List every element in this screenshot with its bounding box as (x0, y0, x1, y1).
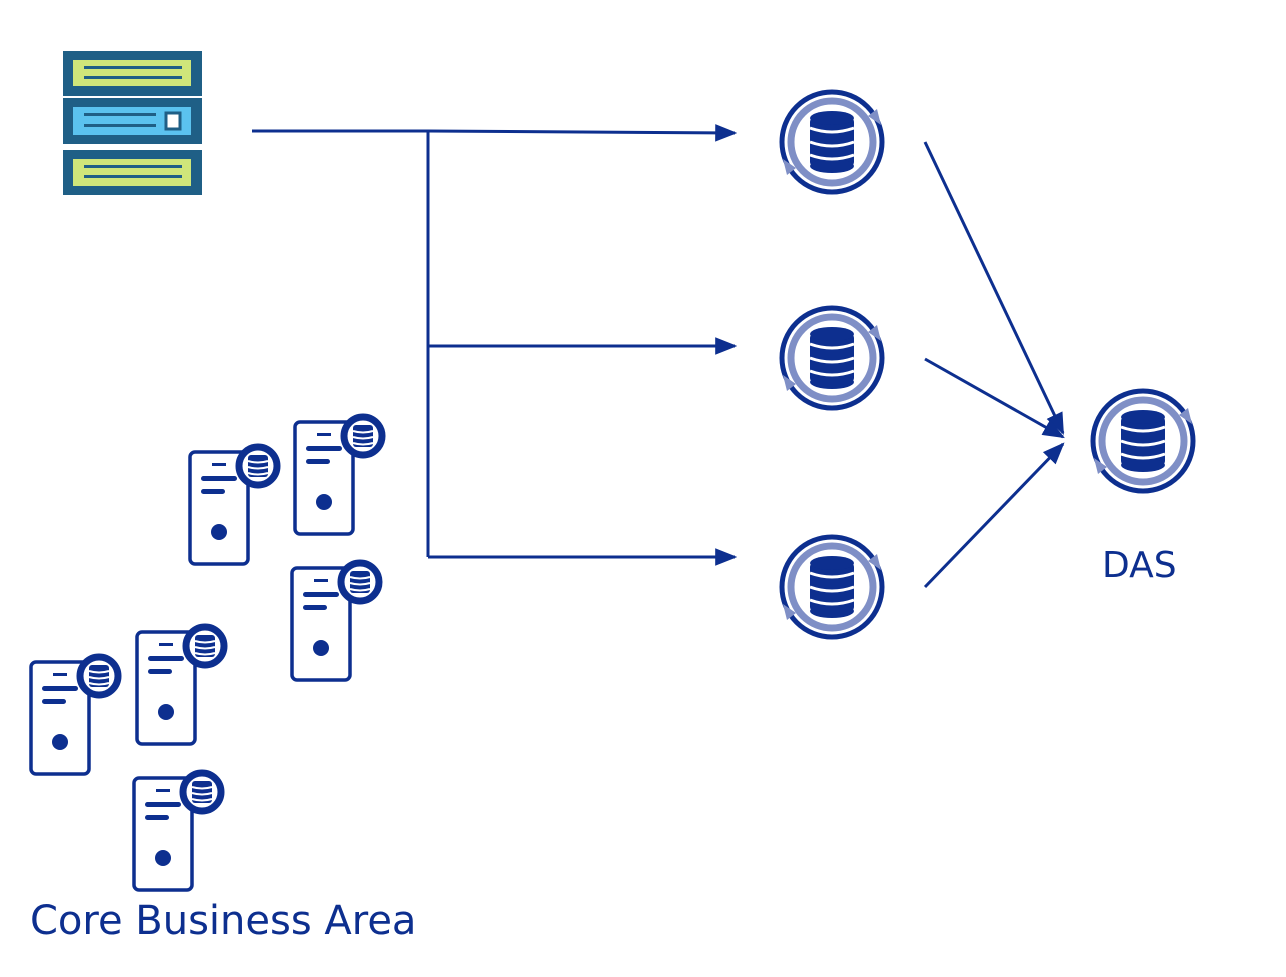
arrow-replica-2-to-das (924, 357, 1065, 439)
tower-server-icon (295, 417, 382, 534)
replica-database-2-icon (782, 308, 882, 408)
core-business-area-label: Core Business Area (30, 898, 417, 944)
business-servers (31, 417, 382, 890)
tower-server-icon (31, 657, 118, 774)
replication-connectors (252, 124, 1065, 589)
das-database-icon (1093, 391, 1193, 491)
arrow-to-replica-1 (427, 124, 738, 142)
replica-database-3-icon (782, 537, 882, 637)
tower-server-icon (137, 627, 224, 744)
tower-server-icon (134, 773, 221, 890)
tower-server-icon (190, 447, 277, 564)
das-label: DAS (1102, 545, 1177, 586)
arrow-replica-3-to-das (923, 442, 1065, 589)
replica-database-1-icon (782, 92, 882, 192)
tower-server-icon (292, 563, 379, 680)
server-rack-icon (63, 51, 202, 195)
arrow-replica-1-to-das (923, 141, 1065, 435)
